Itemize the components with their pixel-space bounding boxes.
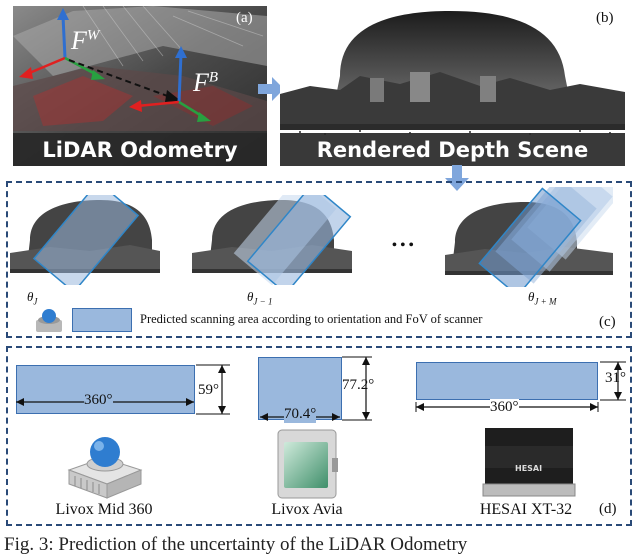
panel-a-label: (a) [236,10,253,26]
fov-dims-xt32 [415,361,626,412]
sensor-name-mid360: Livox Mid 360 [55,501,153,518]
livox-avia-device-icon [277,429,338,499]
h-fov-mid360: 360° [84,392,113,409]
hesai-device-label: HESAI [515,464,543,473]
mini-scanner-icon [36,309,62,332]
fov-dims-avia [260,356,372,421]
fov-rect-j [32,195,140,285]
body-frame-label: FB [193,68,219,97]
depth-scene-image [280,11,625,135]
legend-text: Predicted scanning area according to ori… [140,312,483,326]
flow-arrow-icon [258,77,284,101]
theta-label-3: θJ + M [528,289,557,307]
rendered-depth-banner: Rendered Depth Scene [280,133,625,166]
scene-thumbnail-1 [10,195,160,285]
fov-rect-xt32 [416,362,598,400]
panel-c-label: (c) [599,314,616,330]
scene-thumbnail-2 [192,195,352,285]
h-fov-avia: 70.4° [284,406,317,423]
panel-d-label: (d) [599,501,617,517]
theta-label-1: θJ [27,289,38,307]
hesai-xt32-device-icon [482,428,576,497]
sensor-name-avia: Livox Avia [271,501,343,518]
world-frame-label: FW [71,26,100,55]
down-flow-arrow-icon [445,165,469,191]
odometry-scene-image [13,6,267,166]
v-fov-mid360: 59° [198,382,219,398]
panel-d-box [6,346,632,526]
h-fov-xt32: 360° [490,399,519,416]
legend-swatch [72,308,132,332]
lidar-odometry-banner: LiDAR Odometry [13,133,267,166]
v-fov-avia: 77.2° [342,377,375,393]
panel-b-label: (b) [596,10,614,26]
ellipsis-dots: • • • [392,238,414,253]
panel-b: (b) Rendered Depth Scene [280,6,625,166]
panel-c-box [6,181,632,338]
panel-a: FW FB (a) LiDAR Odometry [13,6,267,166]
livox-mid360-device-icon [67,437,143,499]
v-fov-xt32: 31° [605,370,626,386]
figure-caption: Fig. 3: Prediction of the uncertainty of… [4,534,468,555]
theta-label-2: θJ − 1 [247,289,273,307]
sensor-name-xt32: HESAI XT-32 [479,501,573,518]
scene-thumbnail-3 [445,187,613,287]
